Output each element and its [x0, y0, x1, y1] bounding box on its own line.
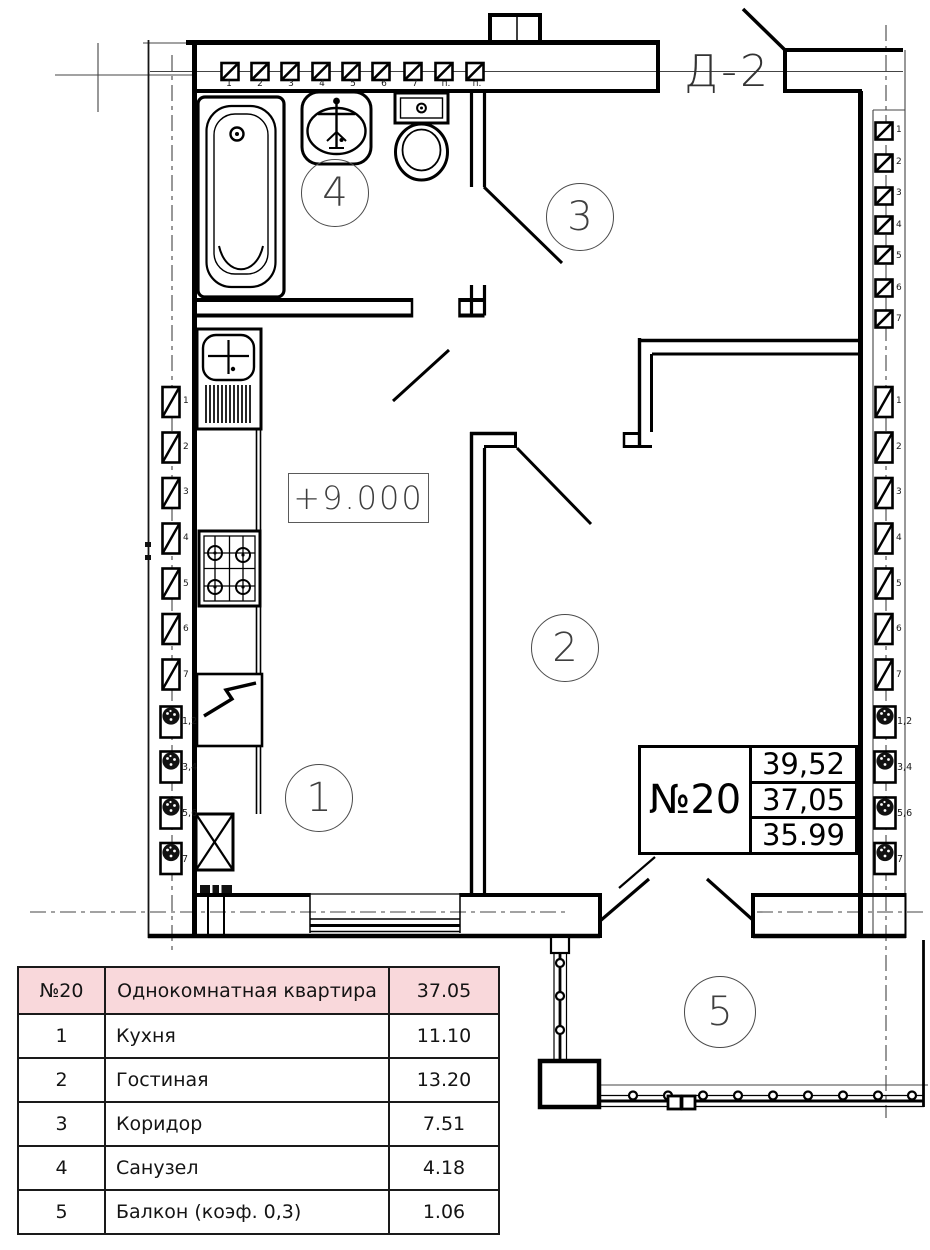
panel-label: 7 — [897, 854, 904, 865]
panel-label: 3,4 — [897, 762, 913, 773]
panel-label: 3 — [183, 487, 189, 498]
bottom-wall — [148, 877, 907, 939]
kitchen-counter-units — [194, 429, 264, 872]
left-wall-tall-panel-labels: 1 2 3 4 5 6 7 — [183, 395, 189, 682]
panel-label: 6 — [896, 282, 902, 293]
panel-label: 5 — [896, 578, 902, 589]
panel-label: 2 — [257, 79, 263, 89]
room-number: 2 — [55, 1069, 68, 1091]
panel-label: 3 — [896, 487, 902, 498]
interior-walls — [193, 93, 859, 893]
elevation-value: +9.000 — [293, 479, 424, 517]
left-wall-pair-labels: 1,2 3,4 5,6 7 — [182, 715, 197, 866]
panel-label: 7 — [412, 79, 418, 89]
room-name: Коридор — [104, 1103, 388, 1145]
panel-label: 2 — [896, 156, 902, 167]
right-wall-pair-labels: 1,2 3,4 5,6 7 — [897, 715, 912, 866]
outer-walls — [186, 7, 903, 938]
table-row: 1 Кухня 11.10 — [19, 1013, 498, 1057]
area-legend-table: №20 Однокомнатная квартира 37.05 1 Кухня… — [17, 966, 500, 1235]
apartment-area-total: 39,52 — [761, 746, 846, 781]
table-header-row: №20 Однокомнатная квартира 37.05 — [19, 968, 498, 1013]
room-area: 1.06 — [388, 1191, 498, 1233]
room-name: Санузел — [104, 1147, 388, 1189]
right-wall-small-panel-labels: 1 2 3 4 5 6 7 — [896, 124, 902, 326]
panel-label: 4 — [896, 219, 902, 230]
room-name: Кухня — [104, 1015, 388, 1057]
panel-label: 7 — [182, 854, 189, 865]
panel-label: 3 — [896, 188, 902, 198]
right-wall-tall-panel-labels: 1 2 3 4 5 6 7 — [896, 395, 902, 682]
table-row: 2 Гостиная 13.20 — [19, 1057, 498, 1101]
panel-label: 1 — [183, 396, 189, 406]
panel-label: 5 — [896, 251, 902, 261]
panel-label: 7 — [896, 314, 902, 324]
panel-label: 6 — [183, 624, 189, 635]
room-circle-bathroom: 4 — [301, 159, 369, 227]
panel-label: 6 — [381, 79, 387, 89]
balcony-railing — [537, 935, 925, 1111]
room-area: 7.51 — [388, 1103, 498, 1145]
elevation-marker: +9.000 — [288, 473, 429, 523]
room-name: Гостиная — [104, 1059, 388, 1101]
table-header-number: №20 — [19, 968, 104, 1013]
room-area: 11.10 — [388, 1015, 498, 1057]
panel-label: 5,6 — [897, 808, 913, 819]
panel-label: 1 — [896, 125, 902, 135]
panel-label: 1,2 — [897, 716, 913, 727]
apartment-areas: 39,52 37,05 35.99 — [752, 748, 855, 852]
washbasin — [300, 90, 373, 166]
room-number: 4 — [55, 1157, 68, 1179]
room-circle-balcony: 5 — [684, 976, 756, 1048]
panel-label: 1 — [226, 79, 232, 89]
panel-label: п. — [441, 79, 451, 89]
panel-label: 3,4 — [182, 762, 198, 773]
panel-label: 5 — [183, 578, 189, 589]
toilet — [393, 91, 450, 182]
room-number: 5 — [55, 1201, 68, 1223]
panel-label: 7 — [896, 669, 902, 680]
panel-label: 1,2 — [182, 716, 198, 727]
room-area: 4.18 — [388, 1147, 498, 1189]
panel-label: 1 — [896, 396, 902, 406]
entrance-door-label: Д-2 — [684, 46, 772, 97]
room-number: 1 — [55, 1025, 68, 1047]
room-name: Балкон (коэф. 0,3) — [104, 1191, 388, 1233]
panel-label: 5,6 — [182, 808, 198, 819]
panel-label: п. — [472, 79, 482, 89]
panel-label: 2 — [896, 441, 902, 452]
top-wall-panel-labels: 1 2 3 4 5 6 7 п. п. — [223, 79, 483, 89]
table-header-name: Однокомнатная квартира — [104, 968, 388, 1013]
table-header-area: 37.05 — [388, 968, 498, 1013]
panel-label: 5 — [350, 79, 356, 89]
table-row: 4 Санузел 4.18 — [19, 1145, 498, 1189]
panel-label: 6 — [896, 624, 902, 635]
stove — [197, 529, 262, 608]
panel-label: 3 — [288, 79, 294, 89]
apartment-number: №20 — [641, 748, 752, 852]
room-number: 3 — [55, 1113, 68, 1135]
apartment-area-reduced: 37,05 — [752, 780, 855, 820]
room-circle-kitchen: 1 — [285, 764, 353, 832]
room-circle-living: 2 — [531, 614, 599, 682]
bathtub — [196, 95, 286, 299]
apartment-info-box: №20 39,52 37,05 35.99 — [638, 745, 858, 855]
table-row: 5 Балкон (коэф. 0,3) 1.06 — [19, 1189, 498, 1233]
panel-label: 7 — [183, 669, 189, 680]
apartment-area-living: 35.99 — [761, 818, 846, 853]
table-row: 3 Коридор 7.51 — [19, 1101, 498, 1145]
panel-label: 4 — [183, 532, 189, 543]
kitchen-sink — [195, 327, 263, 431]
room-area: 13.20 — [388, 1059, 498, 1101]
panel-label: 4 — [319, 79, 325, 89]
panel-label: 2 — [183, 441, 189, 452]
room-circle-corridor: 3 — [546, 183, 614, 251]
panel-label: 4 — [896, 532, 902, 543]
